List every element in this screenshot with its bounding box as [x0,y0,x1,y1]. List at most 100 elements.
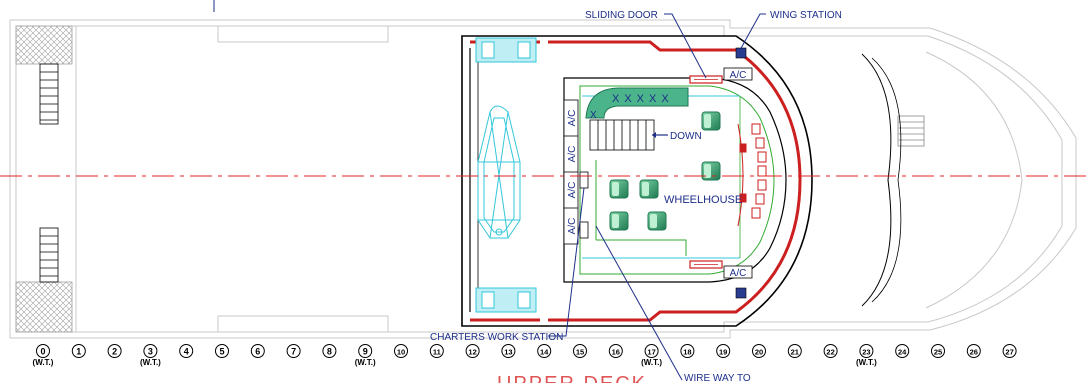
frame-circle [1002,344,1017,358]
chair-5 [609,211,629,231]
frame-circle [429,344,444,358]
frame-wt-label: (W.T.) [33,358,54,367]
frame-circle [966,344,981,358]
wing-station-top [735,47,747,59]
ac-label-3: A/C [567,182,578,199]
ac-unit-top-right [723,67,753,81]
frame-number: 21 [791,348,799,357]
frame-circle [895,344,910,358]
bench-seat [585,87,689,119]
wing-station-bottom [735,287,747,299]
sliding-door-label: SLIDING DOOR [585,10,658,21]
frame-circle [680,344,695,358]
frame-number: 1 [76,347,81,357]
frame-circle [465,344,480,358]
frame-number: 5 [219,347,224,357]
frame-number: 4 [184,347,189,357]
frame-number: 25 [934,348,942,357]
frame-circle [143,344,158,358]
frame-number: 20 [755,348,763,357]
wire-way-label: WIRE WAY TO [684,373,751,383]
frame-number: 27 [1005,348,1013,357]
frame-circle [358,344,373,358]
frame-circle [931,344,945,358]
davit-bottom [475,287,537,313]
frame-number: 2 [112,347,117,357]
hull-outline [9,19,1077,339]
frame-number: 15 [576,348,584,357]
deckhouse-structure [461,35,813,327]
ac-stack-left [563,99,579,245]
stern-stair-top [39,63,59,125]
helm-chair-1 [701,111,721,131]
frame-number: 16 [612,348,620,357]
wheelhouse-label: WHEELHOUSE [664,194,742,206]
frame-circle [394,344,408,358]
frame-circle [179,344,194,358]
ac-unit-bottom-right [723,265,753,279]
wing-station-label: WING STATION [770,10,842,21]
leaders [548,13,766,381]
helm-console [737,123,767,227]
frame-circle [215,344,229,358]
frame-number: 9 [363,347,368,357]
charters-work-station-label: CHARTERS WORK STATION [430,332,563,343]
frame-circle [608,344,623,358]
frame-circle [573,344,587,358]
foredeck-hatch [861,53,925,307]
frame-circle [644,344,659,358]
frame-number: 13 [504,348,512,357]
frame-number: 12 [468,348,476,357]
down-label: DOWN [670,131,702,142]
frame-circle [501,344,516,358]
frame-wt-label: (W.T.) [856,358,877,367]
bench-marker-corner: X [590,110,597,121]
frame-number: 6 [255,347,260,357]
ac-label-1: A/C [567,110,578,127]
ac-label-2: A/C [567,146,578,163]
frame-number: 19 [719,348,727,357]
frame-number: 8 [327,347,332,357]
helm-chair-2 [701,161,721,181]
frame-circle [322,344,337,358]
frame-number: 0 [40,347,45,357]
liferaft [477,105,521,239]
ac-label-5: A/C [730,70,747,81]
chair-3 [609,179,629,199]
frame-number: 26 [970,348,978,357]
frame-number: 23 [862,348,870,357]
stair-down [589,119,655,151]
chair-4 [639,179,659,199]
deck-title: UPPER DECK [497,373,647,383]
frame-number: 14 [540,348,549,357]
frame-number: 11 [433,348,441,357]
frame-circle [859,344,874,358]
ac-label-4: A/C [567,218,578,235]
frame-circle [107,344,122,358]
stern-hatch-top [15,25,73,65]
frame-wt-label: (W.T.) [355,358,376,367]
frame-circle [286,344,301,358]
frame-circle [250,344,265,358]
frame-circle [752,344,766,358]
frame-circle [71,344,86,358]
frame-number: 10 [397,348,405,357]
wire-way-box [579,221,589,239]
frame-number: 17 [647,348,655,357]
frame-circle [537,344,552,358]
frame-circle [787,344,802,358]
stern-hatch-bottom [15,281,73,333]
davit-top [475,37,537,63]
stern-stair-bottom [39,227,59,283]
frame-circle [823,344,838,358]
frame-circle [36,344,50,358]
frame-number: 22 [826,348,834,357]
charters-work-station [579,171,589,189]
chair-6 [647,211,667,231]
frame-number: 3 [148,347,153,357]
frame-wt-label: (W.T.) [641,358,662,367]
frame-wt-label: (W.T.) [140,358,161,367]
frame-number: 7 [291,347,296,357]
